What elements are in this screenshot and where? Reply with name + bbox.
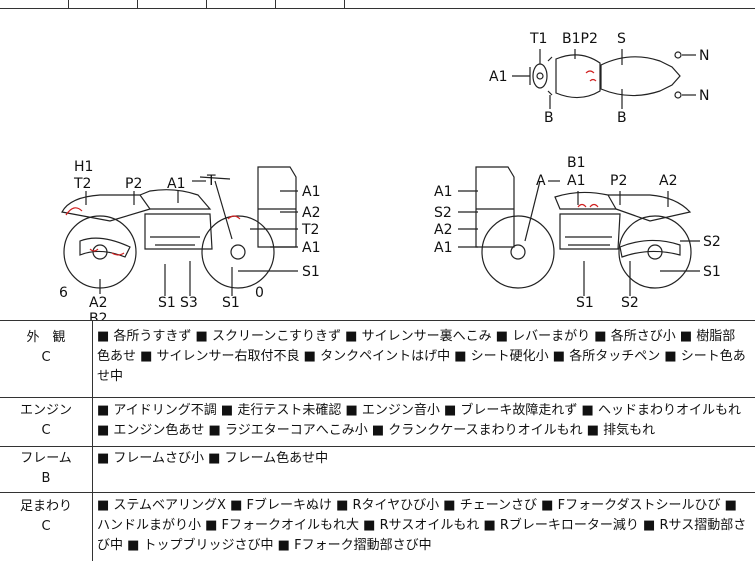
header-divider: [275, 0, 276, 8]
section-engine-notes: ■ アイドリング不調 ■ 走行テスト未確認 ■ エンジン音小 ■ ブレーキ故障走…: [97, 403, 746, 438]
label-a: A: [536, 173, 546, 189]
label-a2-bottom: A2: [89, 295, 107, 311]
column-divider: [92, 320, 93, 561]
label-n-top: N: [699, 48, 709, 64]
label-b-top-left: B: [544, 110, 554, 126]
label-a1-top: A1: [489, 69, 507, 85]
row-divider: [0, 397, 755, 398]
label-a1: A1: [567, 173, 585, 189]
label-t2: T2: [73, 176, 91, 192]
section-frame-header: フレーム B: [0, 449, 92, 489]
motorcycle-top-view: [512, 49, 696, 109]
motorcycle-left-view: [61, 166, 298, 296]
label-p2: P2: [610, 173, 627, 189]
label-b1p2: B1P2: [562, 31, 598, 47]
motorcycle-right-view: [458, 166, 700, 296]
label-0: 0: [255, 285, 264, 301]
row-divider: [0, 446, 755, 447]
damage-diagram: T1 B1P2 S A1 B B N N: [59, 31, 721, 320]
label-a2-left: A2: [434, 222, 452, 238]
section-category: フレーム: [20, 451, 72, 466]
section-frame-notes: ■ フレームさび小 ■ フレーム色あせ中: [97, 451, 329, 466]
label-t2-right: T2: [301, 222, 319, 238]
label-a1-right-2: A1: [302, 240, 320, 256]
section-grade: C: [41, 519, 51, 534]
label-s2-left: S2: [434, 205, 452, 221]
label-6: 6: [59, 285, 68, 301]
row-divider: [0, 492, 755, 493]
header-divider: [137, 0, 138, 8]
label-h1: H1: [74, 159, 93, 175]
label-s1-bottom: S1: [576, 295, 594, 311]
section-category: 足まわり: [19, 499, 72, 514]
label-s2-bottom: S2: [621, 295, 639, 311]
section-exterior-notes: ■ 各所うすきず ■ スクリーンこすりきず ■ サイレンサー裏へこみ ■ レバー…: [97, 329, 746, 384]
label-s3-bottom: S3: [180, 295, 198, 311]
label-s1-right: S1: [302, 264, 320, 280]
label-b-top-right: B: [617, 110, 627, 126]
label-b1: B1: [567, 155, 586, 171]
label-s1-right: S1: [703, 264, 721, 280]
label-s1-bottom: S1: [158, 295, 176, 311]
label-a1-left-1: A1: [434, 184, 452, 200]
section-grade: C: [41, 423, 51, 438]
section-grade: C: [41, 350, 51, 365]
section-suspension-header: 足まわり C: [0, 497, 92, 537]
label-t: T: [206, 173, 216, 189]
section-engine-header: エンジン C: [0, 401, 92, 441]
label-t1: T1: [529, 31, 547, 47]
label-p2: P2: [125, 176, 142, 192]
label-a1: A1: [167, 176, 185, 192]
label-a1-left-2: A1: [434, 240, 452, 256]
header-divider: [344, 0, 345, 8]
header-divider: [206, 0, 207, 8]
section-category: 外 観: [26, 330, 66, 345]
section-category: エンジン: [19, 403, 72, 418]
table-top-border: [0, 320, 755, 321]
label-n-bottom: N: [699, 88, 709, 104]
label-s: S: [617, 31, 626, 47]
header-bottom-border: [0, 8, 755, 9]
label-a1-right-1: A1: [302, 184, 320, 200]
label-b2-bottom: B2: [89, 311, 108, 320]
label-a2-right: A2: [302, 205, 320, 221]
section-grade: B: [41, 471, 51, 486]
label-s1-bottom-2: S1: [222, 295, 240, 311]
section-suspension-notes: ■ ステムベアリングX ■ Fブレーキぬけ ■ Rタイヤひび小 ■ チェーンさび…: [97, 498, 747, 553]
section-exterior-header: 外 観 C: [0, 328, 92, 368]
label-s2-right: S2: [703, 234, 721, 250]
label-a2: A2: [659, 173, 677, 189]
header-divider: [68, 0, 69, 8]
